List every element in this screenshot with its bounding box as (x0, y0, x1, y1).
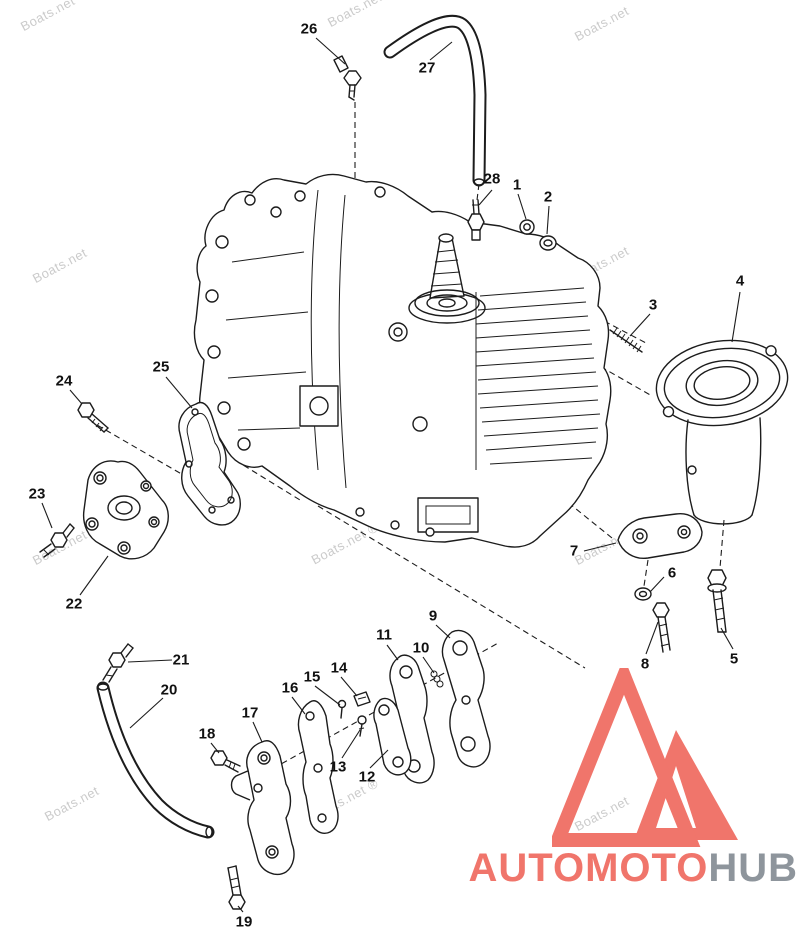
part-17-bracket (230, 740, 295, 876)
part-label-11: 11 (376, 626, 392, 644)
part-6-washer (634, 587, 652, 601)
part-21-fitting (102, 643, 134, 683)
part-23-fitting (39, 523, 75, 558)
part-9-plate (441, 629, 491, 768)
part-label-25: 25 (152, 358, 170, 376)
part-label-12: 12 (358, 768, 376, 786)
logo-text-automoto: AUTOMOTO (468, 846, 709, 890)
part-label-28: 28 (483, 170, 501, 188)
part-label-10: 10 (412, 639, 430, 657)
leader-lines (41, 37, 741, 913)
part-label-16: 16 (281, 679, 299, 697)
part-label-23: 23 (28, 485, 46, 503)
part-20-tube (96, 681, 215, 839)
part-14-clip (353, 691, 371, 707)
part-13-screw (357, 715, 367, 737)
part-3-stud (609, 327, 643, 353)
part-label-1: 1 (512, 176, 522, 194)
part-12-plate (373, 697, 412, 776)
part-label-13: 13 (329, 758, 347, 776)
part-label-15: 15 (303, 668, 321, 686)
logo-text-hub: HUB (708, 846, 798, 890)
part-label-7: 7 (569, 542, 579, 560)
part-1-washer (519, 219, 535, 235)
part-label-17: 17 (241, 704, 259, 722)
part-19-bolt (227, 865, 246, 910)
part-label-22: 22 (65, 595, 83, 613)
part-24-bolt (77, 402, 109, 433)
part-label-6: 6 (667, 564, 677, 582)
part-26-fitting (333, 55, 362, 101)
part-4-skirt (685, 417, 762, 525)
part-4-adapter (655, 339, 789, 427)
part-label-26: 26 (300, 20, 318, 38)
part-10-spring (430, 670, 444, 688)
part-22-cover (82, 460, 169, 560)
part-label-8: 8 (640, 655, 650, 673)
part-7-bracket (617, 513, 703, 559)
block-details (205, 186, 479, 537)
part-label-4: 4 (735, 272, 745, 290)
part-27-tube (383, 14, 487, 187)
engine-block (193, 173, 612, 548)
part-label-9: 9 (428, 607, 438, 625)
part-28-fitting (467, 199, 485, 241)
part-18-bolt (210, 750, 241, 773)
cylinder-fins (475, 287, 601, 470)
part-label-3: 3 (648, 296, 658, 314)
part-5-bolt (707, 569, 727, 633)
part-label-24: 24 (55, 372, 73, 390)
part-25-gasket (178, 401, 241, 526)
part-label-14: 14 (330, 659, 348, 677)
part-15-screw (337, 699, 347, 719)
part-label-19: 19 (235, 913, 253, 931)
part-2-washer (539, 235, 557, 251)
crankshaft-taper (408, 233, 486, 324)
part-label-18: 18 (198, 725, 216, 743)
automotohub-logo-icon (552, 668, 738, 847)
part-label-5: 5 (729, 650, 739, 668)
part-16-gasket (297, 700, 339, 834)
part-label-20: 20 (160, 681, 178, 699)
part-label-21: 21 (172, 651, 190, 669)
part-8-bolt (652, 602, 671, 653)
automotohub-logo-text: AUTOMOTOHUB (468, 848, 798, 888)
part-label-27: 27 (418, 59, 436, 77)
part-label-2: 2 (543, 188, 553, 206)
